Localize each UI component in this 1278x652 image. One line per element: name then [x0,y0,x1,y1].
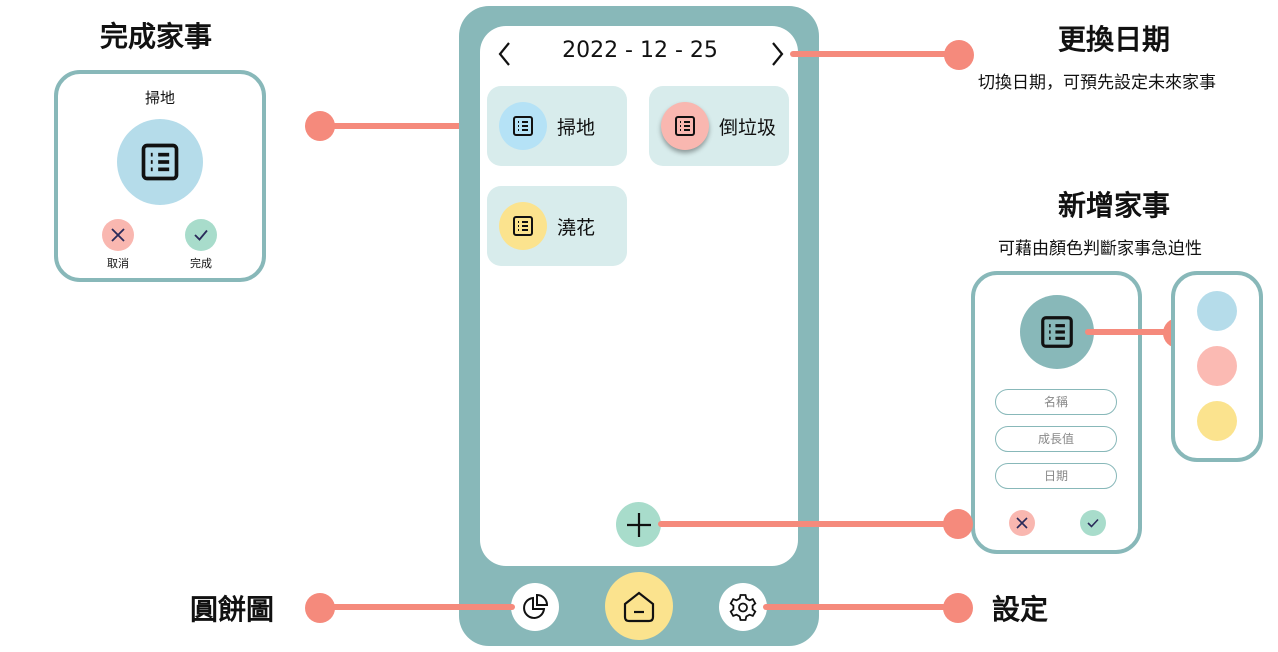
cancel-button[interactable] [102,219,134,251]
chevron-left-icon[interactable] [494,40,516,68]
change-date-title: 更換日期 [1058,23,1171,56]
list-icon [499,202,547,250]
connector-line [320,604,515,610]
done-button[interactable] [185,219,217,251]
list-icon [661,102,709,150]
urgency-swatch-yellow[interactable] [1197,401,1237,441]
home-button[interactable] [605,572,673,640]
connector-dot [944,40,974,70]
date-field[interactable] [995,463,1117,489]
connector-line [1085,329,1175,335]
confirm-button[interactable] [1080,510,1106,536]
chore-label: 澆花 [557,217,596,239]
home-icon [623,591,655,623]
add-chore-button[interactable] [616,502,661,547]
urgency-swatch-red[interactable] [1197,346,1237,386]
chore-card-trash[interactable]: 倒垃圾 [649,86,789,166]
list-icon [499,102,547,150]
connector-line [320,123,495,129]
check-icon [194,229,208,241]
chore-card-sweep[interactable]: 掃地 [487,86,627,166]
gear-icon [729,594,757,621]
add-chore-desc: 可藉由顏色判斷家事急迫性 [998,239,1202,259]
cancel-label: 取消 [107,257,129,270]
complete-chore-title: 完成家事 [100,20,213,53]
pie-chart-title: 圓餅圖 [190,593,275,626]
close-icon [1016,517,1028,529]
pie-chart-button[interactable] [511,583,559,631]
name-field[interactable] [995,389,1117,415]
settings-button[interactable] [719,583,767,631]
urgency-swatch-blue[interactable] [1197,291,1237,331]
chevron-right-icon[interactable] [766,40,788,68]
add-chore-title: 新增家事 [1058,189,1171,222]
change-date-desc: 切換日期，可預先設定未來家事 [978,73,1216,93]
connector-line [763,604,958,610]
done-label: 完成 [190,257,212,270]
growth-value-field[interactable] [995,426,1117,452]
connector-dot [943,593,973,623]
connector-line [790,51,960,57]
close-icon [111,228,125,242]
new-chore-icon[interactable] [1020,295,1094,369]
complete-chore-name: 掃地 [144,89,175,107]
chore-label: 倒垃圾 [719,117,777,139]
chore-list-icon [117,119,203,205]
check-icon [1087,518,1099,528]
chore-label: 掃地 [557,117,596,139]
plus-icon [626,512,651,537]
cancel-button[interactable] [1009,510,1035,536]
current-date: 2022 - 12 - 25 [562,38,718,63]
chore-card-water[interactable]: 澆花 [487,186,627,266]
connector-line [658,521,958,527]
pie-chart-icon [523,593,549,619]
settings-title: 設定 [992,593,1049,626]
connector-dot [943,509,973,539]
